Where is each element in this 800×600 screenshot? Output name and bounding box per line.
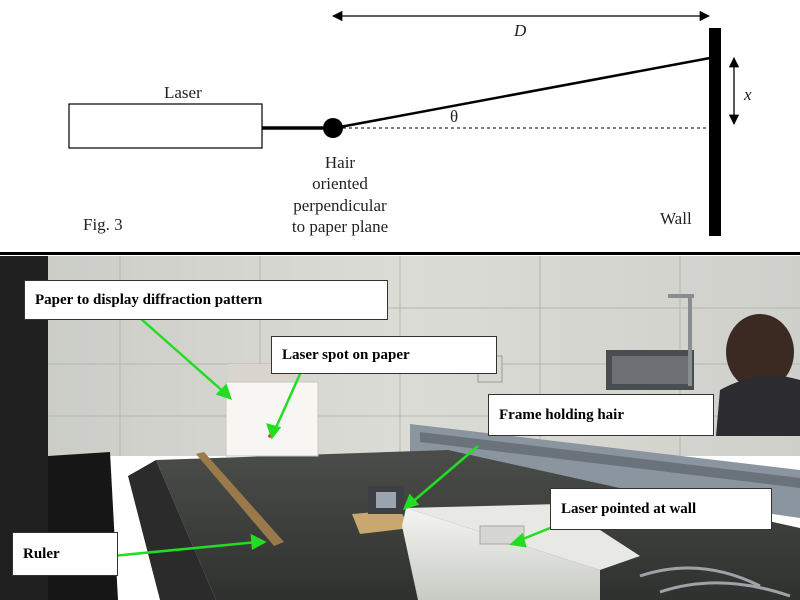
angle-label: θ xyxy=(450,107,459,126)
setup-schematic xyxy=(68,10,740,236)
callout-laser-spot: Laser spot on paper xyxy=(271,336,497,374)
hair-label-line: to paper plane xyxy=(291,216,389,236)
fig-label: Fig. 3 xyxy=(83,215,123,234)
arrow-ruler xyxy=(111,540,259,558)
hair-dot xyxy=(323,118,343,138)
offset-label: x xyxy=(744,85,752,104)
lab-photo: Paper to display diffraction pattern Las… xyxy=(0,256,800,600)
section-divider xyxy=(0,252,800,255)
callout-laser: Laser pointed at wall xyxy=(550,488,772,530)
arrow-spot xyxy=(272,373,302,433)
arrow-frame xyxy=(409,445,479,505)
distance-label: D xyxy=(514,21,527,40)
hair-label-line: perpendicular xyxy=(293,195,387,215)
wall-label: Wall xyxy=(660,209,692,228)
hair-label-line: oriented xyxy=(312,174,368,194)
hair-label: Hair oriented perpendicular to paper pla… xyxy=(278,152,402,237)
laser-box xyxy=(68,103,263,149)
diffracted-ray xyxy=(339,56,711,129)
callout-ruler: Ruler xyxy=(12,532,118,576)
arrow-paper xyxy=(139,317,227,395)
laser-label: Laser xyxy=(164,83,202,102)
callout-hair-frame: Frame holding hair xyxy=(488,394,714,436)
wall-bar xyxy=(709,28,721,236)
callout-paper: Paper to display diffraction pattern xyxy=(24,280,388,320)
hair-label-line: Hair xyxy=(324,153,356,172)
